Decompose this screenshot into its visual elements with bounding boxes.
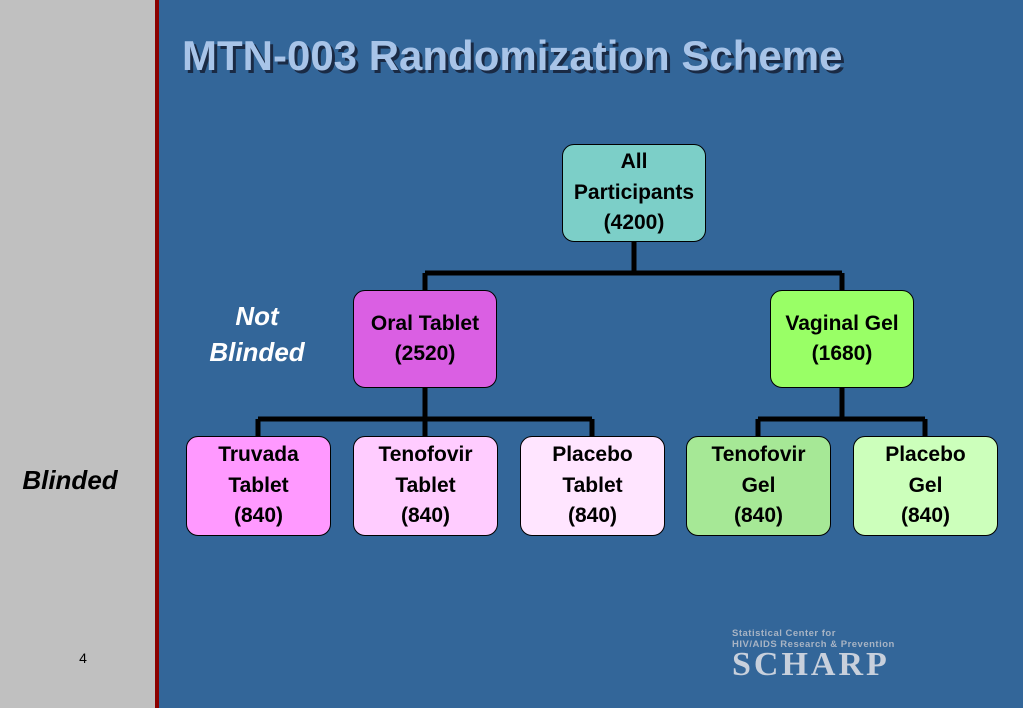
slide-title: MTN-003 Randomization Scheme xyxy=(182,32,843,79)
node-line: Tenofovir xyxy=(711,443,806,467)
logo-wordmark: SCHARP xyxy=(732,646,890,683)
scharp-logo: Statistical Center for HIV/AIDS Research… xyxy=(732,628,992,683)
node-line: (2520) xyxy=(394,342,456,365)
node-line: (1680) xyxy=(811,342,873,365)
logo-tagline: HIV/AIDS Research & Prevention xyxy=(732,639,895,650)
node-line: Tenofovir xyxy=(378,443,473,467)
node-line: Gel xyxy=(741,473,776,497)
node-vaginal-gel: Vaginal Gel (1680) xyxy=(770,290,914,388)
node-line: Tablet xyxy=(395,473,456,497)
node-placebo-gel: Placebo Gel (840) xyxy=(853,436,998,536)
not-blinded-label: Not Blinded xyxy=(192,298,322,371)
node-oral-tablet: Oral Tablet (2520) xyxy=(353,290,497,388)
not-blinded-label-line: Not xyxy=(235,301,279,331)
page-number: 4 xyxy=(79,650,87,666)
node-line: Tablet xyxy=(562,473,623,497)
node-line: (840) xyxy=(900,504,951,528)
node-line: Placebo xyxy=(552,443,633,467)
node-line: Vaginal Gel xyxy=(785,311,899,335)
node-line: Truvada xyxy=(218,443,299,467)
node-tenofovir-gel: Tenofovir Gel (840) xyxy=(686,436,831,536)
node-line: Oral Tablet xyxy=(370,311,480,335)
node-line: Placebo xyxy=(885,443,966,467)
not-blinded-label-line: Blinded xyxy=(209,337,305,368)
node-line: All xyxy=(620,150,648,174)
sidebar-divider xyxy=(155,0,159,708)
node-truvada-tablet: Truvada Tablet (840) xyxy=(186,436,331,536)
logo-tagline: Statistical Center for xyxy=(732,628,836,639)
node-line: Participants xyxy=(573,180,695,204)
blinded-label: Blinded xyxy=(22,465,118,495)
node-line: (840) xyxy=(400,504,451,528)
node-placebo-tablet: Placebo Tablet (840) xyxy=(520,436,665,536)
node-line: Gel xyxy=(908,473,943,497)
sidebar-panel xyxy=(0,0,155,708)
node-line: (4200) xyxy=(603,211,665,235)
node-line: (840) xyxy=(567,504,618,528)
node-line: (840) xyxy=(733,504,784,528)
node-line: (840) xyxy=(233,504,284,528)
node-line: Tablet xyxy=(228,473,289,497)
node-all-participants: All Participants (4200) xyxy=(562,144,706,242)
node-tenofovir-tablet: Tenofovir Tablet (840) xyxy=(353,436,498,536)
